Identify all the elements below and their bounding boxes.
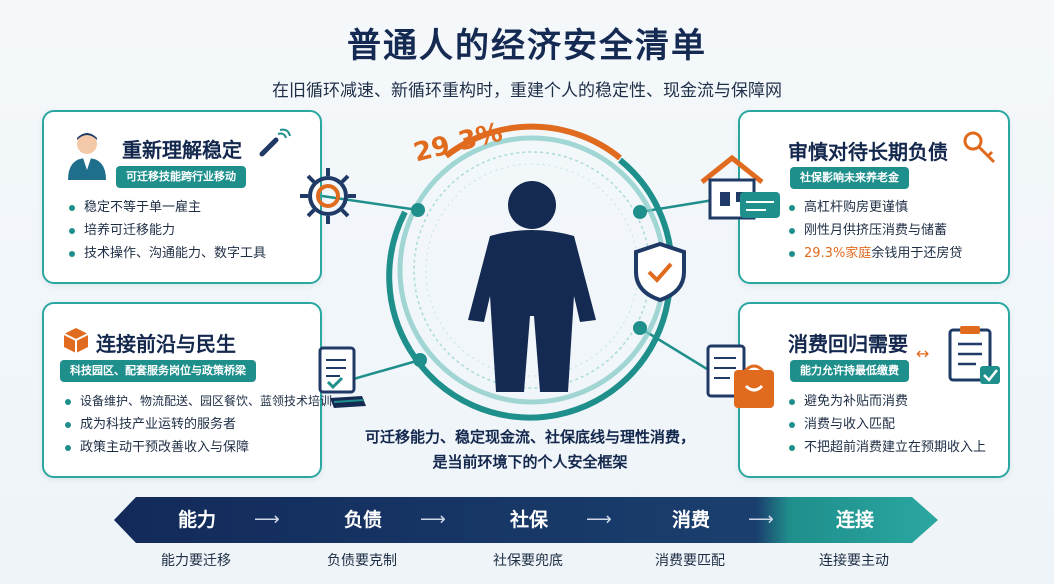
center-statement: 可迁移能力、稳定现金流、社保底线与理性消费，是当前环境下的个人安全框架 <box>364 428 695 471</box>
list-item: 刚性月供挤压消费与储蓄 <box>786 219 962 242</box>
card-pill: 可迁移技能跨行业移动 <box>116 166 246 188</box>
list-item: 技术操作、沟通能力、数字工具 <box>66 242 266 265</box>
card-title: 审慎对待长期负债 <box>788 140 948 164</box>
stage-debt: 负债 <box>343 509 382 531</box>
arrow-right-icon: ⟶ <box>748 509 774 530</box>
card-title: 连接前沿与民生 <box>96 332 236 356</box>
card-title: 消费回归需要 <box>788 332 908 356</box>
key-icon <box>963 131 996 164</box>
bullet-list: 高杠杆购房更谨慎 刚性月供挤压消费与储蓄 29.3%家庭余钱用于还房贷 <box>786 196 962 265</box>
list-item: 消费与收入匹配 <box>786 413 986 436</box>
stage-sub-label: 负债要克制 <box>327 553 397 569</box>
card-debt: 审慎对待长期负债 社保影响未来养老金 高杠杆购房更谨慎 刚性月供挤压消费与储蓄 … <box>738 110 1010 284</box>
stage-consumption: 消费 <box>671 509 710 531</box>
list-item: 培养可迁移能力 <box>66 219 266 242</box>
card-pill: 科技园区、配套服务岗位与政策桥梁 <box>60 360 256 382</box>
list-item: 设备维护、物流配送、园区餐饮、蓝领技术培训 <box>62 390 332 413</box>
list-item: 稳定不等于单一雇主 <box>66 196 266 219</box>
stage-sub-label: 连接要主动 <box>819 553 889 569</box>
list-item: 不把超前消费建立在预期收入上 <box>786 436 986 459</box>
list-item: 避免为补贴而消费 <box>786 390 986 413</box>
box-icon <box>63 328 89 353</box>
stage-bar <box>114 497 938 543</box>
stage-sub-label: 消费要匹配 <box>655 553 725 569</box>
arrow-right-icon: ⟶ <box>420 509 446 530</box>
list-item: 成为科技产业运转的服务者 <box>62 413 332 436</box>
stage-social-security: 社保 <box>509 509 548 531</box>
card-title: 重新理解稳定 <box>122 138 242 162</box>
checklist-icon <box>948 326 1000 384</box>
stage-sub-label: 能力要迁移 <box>161 553 231 569</box>
arrow-right-icon: ⟶ <box>586 509 612 530</box>
stage-ability: 能力 <box>177 509 216 531</box>
card-connect: 连接前沿与民生 科技园区、配套服务岗位与政策桥梁 设备维护、物流配送、园区餐饮、… <box>42 302 332 478</box>
highlight-text: 29.3%家庭 <box>804 246 872 261</box>
bullet-list: 设备维护、物流配送、园区餐饮、蓝领技术培训 成为科技产业运转的服务者 政策主动干… <box>62 390 332 459</box>
double-arrow-icon: ↔ <box>916 344 930 363</box>
list-item: 29.3%家庭余钱用于还房贷 <box>786 242 962 265</box>
page-subtitle: 在旧循环减速、新循环重构时，重建个人的稳定性、现金流与保障网 <box>272 81 782 101</box>
list-item: 政策主动干预改善收入与保障 <box>62 436 332 459</box>
percent-label: 29.3% <box>410 117 506 169</box>
card-pill: 能力允许持最低缴费 <box>790 360 909 382</box>
list-item: 高杠杆购房更谨慎 <box>786 196 962 219</box>
arrow-right-icon: ⟶ <box>254 509 280 530</box>
card-consumption: 消费回归需要 能力允许持最低缴费 避免为补贴而消费 消费与收入匹配 不把超前消费… <box>738 302 1010 478</box>
house-icon <box>700 154 780 220</box>
stage-connection: 连接 <box>835 509 874 531</box>
bullet-list: 避免为补贴而消费 消费与收入匹配 不把超前消费建立在预期收入上 <box>786 390 986 459</box>
card-pill: 社保影响未来养老金 <box>790 167 909 189</box>
flashlight-icon <box>259 128 291 157</box>
page-title: 普通人的经济安全清单 <box>347 26 707 66</box>
document-icon <box>318 346 366 408</box>
shield-check-icon <box>634 241 686 303</box>
stage-row: 能力 ⟶ 负债 ⟶ 社保 ⟶ 消费 ⟶ 连接 <box>114 497 938 543</box>
bullet-list: 稳定不等于单一雇主 培养可迁移能力 技术操作、沟通能力、数字工具 <box>66 196 266 265</box>
receipt-bag-icon <box>706 344 774 408</box>
stage-sub-label: 社保要兜底 <box>493 553 563 569</box>
gear-icon <box>300 168 356 224</box>
worker-icon <box>68 133 106 180</box>
